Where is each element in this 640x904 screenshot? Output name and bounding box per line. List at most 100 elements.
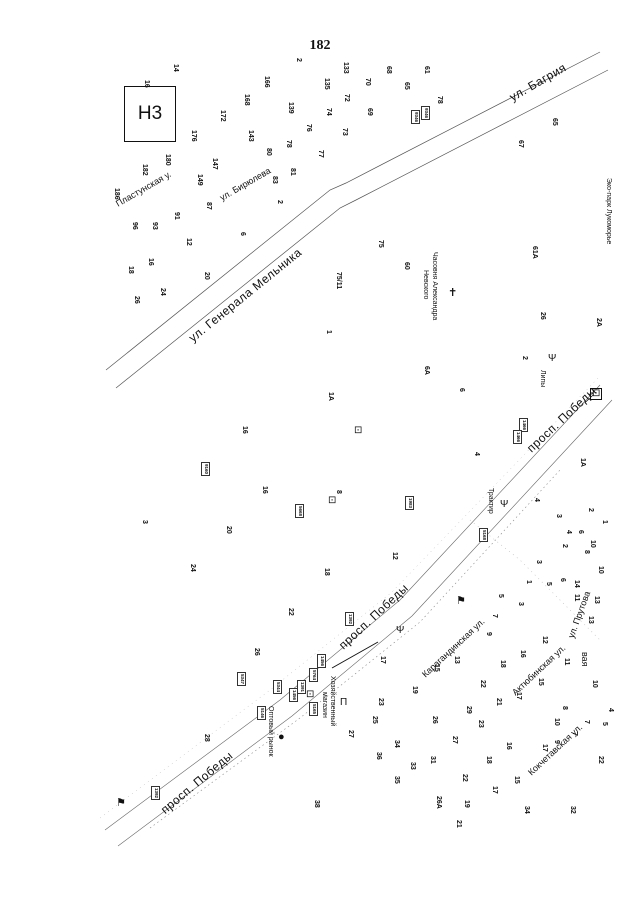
building-plate: 1456 bbox=[289, 688, 298, 703]
house-number: 16 bbox=[241, 426, 248, 434]
building-plate: 9346 bbox=[411, 110, 420, 125]
side-street bbox=[331, 641, 379, 669]
house-number: 65 bbox=[551, 118, 558, 126]
building-plate: 5168 bbox=[479, 528, 488, 543]
house-number: 61A bbox=[531, 246, 538, 259]
house-number: 68 bbox=[385, 66, 392, 74]
flag-icon: ⚑ bbox=[116, 797, 126, 809]
house-number: 6 bbox=[577, 530, 584, 534]
chapel-cross-icon: ✝ bbox=[448, 287, 458, 299]
house-number: 166 bbox=[263, 76, 270, 88]
house-number: 16 bbox=[143, 80, 150, 88]
house-number: 83 bbox=[271, 176, 278, 184]
house-number: 3 bbox=[535, 560, 542, 564]
restaurant-icon: Ψ bbox=[396, 625, 405, 636]
house-number: 176 bbox=[190, 130, 197, 142]
house-number: 80 bbox=[265, 148, 272, 156]
house-number: 1A bbox=[327, 392, 334, 401]
house-number: 25 bbox=[371, 716, 378, 724]
house-number: 7 bbox=[583, 720, 590, 724]
house-number: 22 bbox=[479, 680, 486, 688]
house-number: 8 bbox=[583, 550, 590, 554]
house-number: 31 bbox=[429, 756, 436, 764]
house-number: 18 bbox=[499, 660, 506, 668]
bus-stop-icon: ⊡ bbox=[306, 689, 315, 700]
house-number: 10 bbox=[597, 566, 604, 574]
page-number: 182 bbox=[309, 38, 331, 53]
house-number: 2 bbox=[561, 544, 568, 548]
house-number: 34 bbox=[393, 740, 400, 748]
house-number: 77 bbox=[317, 150, 324, 158]
house-number: 10 bbox=[591, 680, 598, 688]
house-number: 22 bbox=[597, 756, 604, 764]
building-plate: 1456 bbox=[317, 654, 326, 669]
house-number: 8 bbox=[335, 490, 342, 494]
house-number: 4 bbox=[473, 452, 480, 456]
house-number: 1 bbox=[325, 330, 332, 334]
house-number: 15 bbox=[513, 776, 520, 784]
house-number: 9 bbox=[485, 632, 492, 636]
house-number: 4 bbox=[565, 530, 572, 534]
house-number: 21 bbox=[495, 698, 502, 706]
house-number: 61 bbox=[423, 66, 430, 74]
building-plate: 1983 bbox=[405, 496, 414, 511]
house-number: 96 bbox=[131, 222, 138, 230]
building-plate: 1391 bbox=[297, 680, 306, 695]
house-number: 38 bbox=[313, 800, 320, 808]
house-number: 28 bbox=[203, 734, 210, 742]
house-number: 13 bbox=[587, 616, 594, 624]
house-number: 81 bbox=[289, 168, 296, 176]
house-number: 172 bbox=[219, 110, 226, 122]
road-pobedy-right bbox=[117, 399, 613, 847]
house-number: 1A bbox=[579, 458, 586, 467]
house-number: 6 bbox=[559, 578, 566, 582]
house-number: 17 bbox=[379, 656, 386, 664]
house-number: 36 bbox=[375, 752, 382, 760]
shop-icon: Π bbox=[340, 697, 348, 708]
house-number: 23 bbox=[377, 698, 384, 706]
building-plate: 1392 bbox=[345, 612, 354, 627]
house-number: 143 bbox=[247, 130, 254, 142]
house-number: 133 bbox=[342, 62, 349, 74]
road-pobedy-left bbox=[104, 384, 601, 831]
restaurant-icon: Ψ bbox=[548, 353, 557, 364]
house-number: 22 bbox=[461, 774, 468, 782]
house-number: 5 bbox=[497, 594, 504, 598]
house-number: 2 bbox=[521, 356, 528, 360]
house-number: 75/11 bbox=[335, 272, 342, 290]
house-number: 10 bbox=[589, 540, 596, 548]
house-number: 182 bbox=[141, 164, 148, 176]
flag-icon: ⚑ bbox=[456, 595, 466, 607]
road-melnika-upper bbox=[105, 51, 601, 371]
house-number: 13 bbox=[453, 656, 460, 664]
house-number: 2 bbox=[295, 58, 302, 62]
house-number: 76 bbox=[305, 124, 312, 132]
house-number: 22 bbox=[287, 608, 294, 616]
house-number: 91 bbox=[173, 212, 180, 220]
building-plate: 5344 bbox=[273, 680, 282, 695]
building-plate: 1392 bbox=[151, 786, 160, 801]
house-number: 19 bbox=[411, 686, 418, 694]
house-number: 5 bbox=[545, 582, 552, 586]
house-number: 26 bbox=[133, 296, 140, 304]
house-number: 3 bbox=[141, 520, 148, 524]
house-number: 6 bbox=[458, 388, 465, 392]
house-number: 6 bbox=[239, 232, 246, 236]
house-number: 17 bbox=[491, 786, 498, 794]
house-number: 13 bbox=[593, 596, 600, 604]
house-number: 65 bbox=[403, 82, 410, 90]
sheet-label: Н3 bbox=[124, 86, 176, 142]
house-number: 23 bbox=[477, 720, 484, 728]
poi-label-hoz-1: Хозяйственный bbox=[329, 676, 336, 727]
house-number: 27 bbox=[347, 730, 354, 738]
house-number: 20 bbox=[225, 526, 232, 534]
house-number: 5 bbox=[601, 722, 608, 726]
house-number: 87 bbox=[205, 202, 212, 210]
house-number: 7 bbox=[491, 614, 498, 618]
house-number: 78 bbox=[285, 140, 292, 148]
house-number: 15 bbox=[433, 664, 440, 672]
building-plate: 9346 bbox=[421, 106, 430, 121]
house-number: 72 bbox=[343, 94, 350, 102]
house-number: 26 bbox=[539, 312, 546, 320]
